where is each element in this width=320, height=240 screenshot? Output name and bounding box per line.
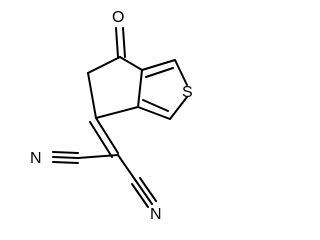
bond-carbonyl-to-fusion-upper (119, 56, 143, 71)
bond-ch2-to-ylidene-carbon (87, 72, 97, 119)
chemical-structure-diagram: O S N N (30, 9, 193, 223)
thiophene-lower-double-bond (137, 99, 171, 120)
thiophene-upper-double-bond (141, 59, 176, 78)
exocyclic-double-bond (89, 117, 119, 158)
nitrile-triple-bond-upper (52, 151, 79, 164)
bond-ring-fusion (137, 69, 143, 108)
sulfur-atom-label: S (182, 84, 193, 101)
nitrogen-atom-label-upper: N (30, 150, 42, 167)
oxygen-atom-label: O (112, 9, 124, 26)
bond-thiophene-c-to-s-upper (174, 59, 188, 86)
bond-to-nitrile-carbon-lower (117, 154, 137, 182)
carbonyl-double-bond (115, 27, 126, 58)
bond-carbonyl-to-ch2 (87, 56, 121, 74)
nitrogen-atom-label-lower: N (150, 206, 162, 223)
bond-thiophene-s-to-c-lower (169, 96, 188, 120)
bond-to-nitrile-carbon-upper (77, 154, 119, 159)
nitrile-triple-bond-lower (131, 177, 157, 208)
bond-ylidene-carbon-to-fusion-lower (95, 106, 139, 119)
